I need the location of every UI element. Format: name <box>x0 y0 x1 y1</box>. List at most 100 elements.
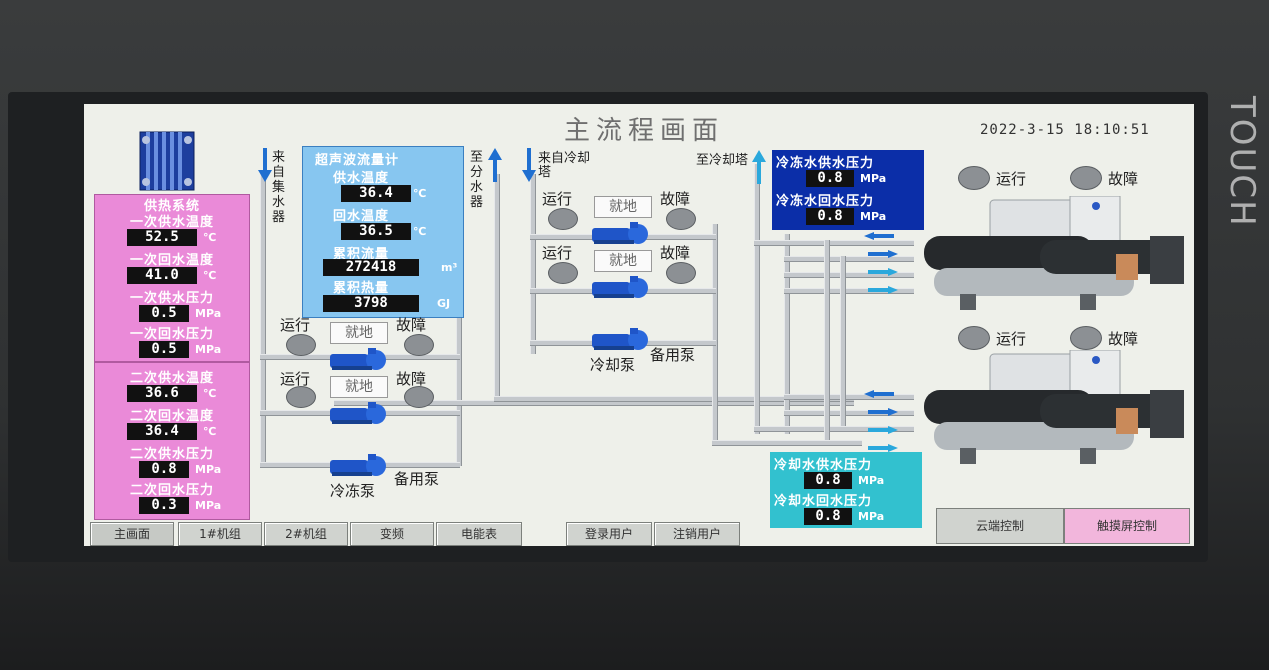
flow-supply-temp-unit: ℃ <box>413 187 427 200</box>
nav-vfd-button[interactable]: 变频 <box>350 522 434 546</box>
cooling-pump2-fault-label: 故障 <box>660 244 691 262</box>
screen-title: 主流程画面 <box>564 116 725 146</box>
pump-icon[interactable] <box>590 274 654 304</box>
secondary-supply-press-unit: MPa <box>195 463 222 476</box>
heat-exchanger-icon <box>136 128 198 198</box>
primary-return-temp-unit: ℃ <box>203 269 217 282</box>
chilled-supply-press-label: 冷冻水供水压力 <box>776 156 875 171</box>
down-arrow-icon <box>522 148 536 186</box>
chilled-pump1-fault-label: 故障 <box>396 316 427 334</box>
panel-divider <box>95 361 249 363</box>
cooling-water-panel: 冷却水供水压力 0.8 MPa 冷却水回水压力 0.8 MPa <box>770 452 922 528</box>
cooling-pump2-run-lamp <box>548 262 578 284</box>
primary-return-press-unit: MPa <box>195 343 222 356</box>
flow-return-temp-value: 36.5 <box>341 223 411 240</box>
cooling-pump2-local-button[interactable]: 就地 <box>594 250 652 272</box>
nav-unit2-button[interactable]: 2#机组 <box>264 522 348 546</box>
cooling-return-press-unit: MPa <box>858 510 885 523</box>
chilled-pump1-fault-lamp <box>404 334 434 356</box>
primary-supply-press-label: 一次供水压力 <box>129 291 214 306</box>
secondary-return-press-value: 0.3 <box>139 497 189 514</box>
standby-pump-icon[interactable] <box>328 452 392 482</box>
nav-unit1-button[interactable]: 1#机组 <box>178 522 262 546</box>
chilled-water-panel: 冷冻水供水压力 0.8 MPa 冷冻水回水压力 0.8 MPa <box>772 150 924 230</box>
nav-main-button[interactable]: 主画面 <box>90 522 174 546</box>
login-button[interactable]: 登录用户 <box>566 522 652 546</box>
primary-supply-temp-label: 一次供水温度 <box>129 215 214 230</box>
standby-pump-icon[interactable] <box>590 326 654 356</box>
down-arrow-icon <box>258 148 272 186</box>
cum-flow-unit: m³ <box>441 261 458 274</box>
chilled-pump2-local-button[interactable]: 就地 <box>330 376 388 398</box>
flow-return-temp-unit: ℃ <box>413 225 427 238</box>
pump-icon[interactable] <box>590 220 654 250</box>
cooling-pump2-run-label: 运行 <box>542 244 573 262</box>
flow-supply-temp-label: 供水温度 <box>333 171 390 186</box>
secondary-return-press-unit: MPa <box>195 499 222 512</box>
up-arrow-icon <box>488 148 502 186</box>
unit2-run-lamp <box>958 326 990 350</box>
unit1-run-lamp <box>958 166 990 190</box>
chilled-pump1-run-lamp <box>286 334 316 356</box>
chilled-supply-press-unit: MPa <box>860 172 887 185</box>
flow-supply-temp-value: 36.4 <box>341 185 411 202</box>
chilled-supply-press-value: 0.8 <box>806 170 854 187</box>
logout-button[interactable]: 注销用户 <box>654 522 740 546</box>
secondary-return-temp-value: 36.4 <box>127 423 197 440</box>
cum-heat-value: 3798 <box>323 295 419 312</box>
flow-arrow-icon <box>864 232 898 316</box>
up-arrow-icon <box>752 150 766 188</box>
flow-meter-panel: 超声波流量计 供水温度 36.4 ℃ 回水温度 36.5 ℃ 累积流量 2724… <box>302 146 464 318</box>
chilled-standby-label: 备用泵 <box>394 470 440 488</box>
cooling-pump1-fault-label: 故障 <box>660 190 691 208</box>
chilled-pump1-run-label: 运行 <box>280 316 311 334</box>
secondary-return-temp-unit: ℃ <box>203 425 217 438</box>
flow-meter-title: 超声波流量计 <box>315 153 400 168</box>
heat-supply-panel: 供热系统 一次供水温度 52.5 ℃ 一次回水温度 41.0 ℃ 一次供水压力 … <box>94 194 250 520</box>
chilled-return-press-value: 0.8 <box>806 208 854 225</box>
unit2-run-label: 运行 <box>996 330 1027 348</box>
unit2-fault-lamp <box>1070 326 1102 350</box>
pump-icon[interactable] <box>328 346 392 376</box>
cum-heat-unit: GJ <box>437 297 451 310</box>
secondary-supply-temp-value: 36.6 <box>127 385 197 402</box>
cooling-supply-press-value: 0.8 <box>804 472 852 489</box>
cooling-standby-label: 备用泵 <box>650 346 696 364</box>
cloud-control-button[interactable]: 云端控制 <box>936 508 1064 544</box>
primary-supply-temp-unit: ℃ <box>203 231 217 244</box>
secondary-return-press-label: 二次回水压力 <box>129 483 214 498</box>
side-brand-text: TOUCH <box>1222 96 1262 228</box>
cooling-supply-press-unit: MPa <box>858 474 885 487</box>
secondary-return-temp-label: 二次回水温度 <box>129 409 214 424</box>
secondary-supply-temp-label: 二次供水温度 <box>129 371 214 386</box>
chilled-pump2-fault-lamp <box>404 386 434 408</box>
pump-icon[interactable] <box>328 400 392 430</box>
to-distributor-label: 至分水器 <box>470 150 484 210</box>
secondary-supply-press-value: 0.8 <box>139 461 189 478</box>
chilled-pump-name: 冷冻泵 <box>330 482 376 500</box>
flow-arrow-icon <box>864 390 898 474</box>
primary-return-temp-value: 41.0 <box>127 267 197 284</box>
primary-return-press-value: 0.5 <box>139 341 189 358</box>
unit1-fault-lamp <box>1070 166 1102 190</box>
chiller-unit1-icon <box>920 195 1190 316</box>
cooling-pump1-local-button[interactable]: 就地 <box>594 196 652 218</box>
from-collector-label: 来自集水器 <box>272 150 286 225</box>
chilled-return-press-unit: MPa <box>860 210 887 223</box>
unit1-fault-label: 故障 <box>1108 170 1139 188</box>
chiller-unit2-icon <box>920 349 1190 470</box>
primary-supply-press-unit: MPa <box>195 307 222 320</box>
touch-control-button[interactable]: 触摸屏控制 <box>1064 508 1190 544</box>
chilled-pump1-local-button[interactable]: 就地 <box>330 322 388 344</box>
unit1-run-label: 运行 <box>996 170 1027 188</box>
cooling-pump1-run-label: 运行 <box>542 190 573 208</box>
heat-supply-title: 供热系统 <box>143 199 200 214</box>
cooling-pump1-run-lamp <box>548 208 578 230</box>
nav-meter-button[interactable]: 电能表 <box>436 522 522 546</box>
chilled-pump2-run-label: 运行 <box>280 370 311 388</box>
chilled-return-press-label: 冷冻水回水压力 <box>776 194 875 209</box>
cum-flow-value: 272418 <box>323 259 419 276</box>
cooling-pump2-fault-lamp <box>666 262 696 284</box>
primary-supply-press-value: 0.5 <box>139 305 189 322</box>
secondary-supply-temp-unit: ℃ <box>203 387 217 400</box>
